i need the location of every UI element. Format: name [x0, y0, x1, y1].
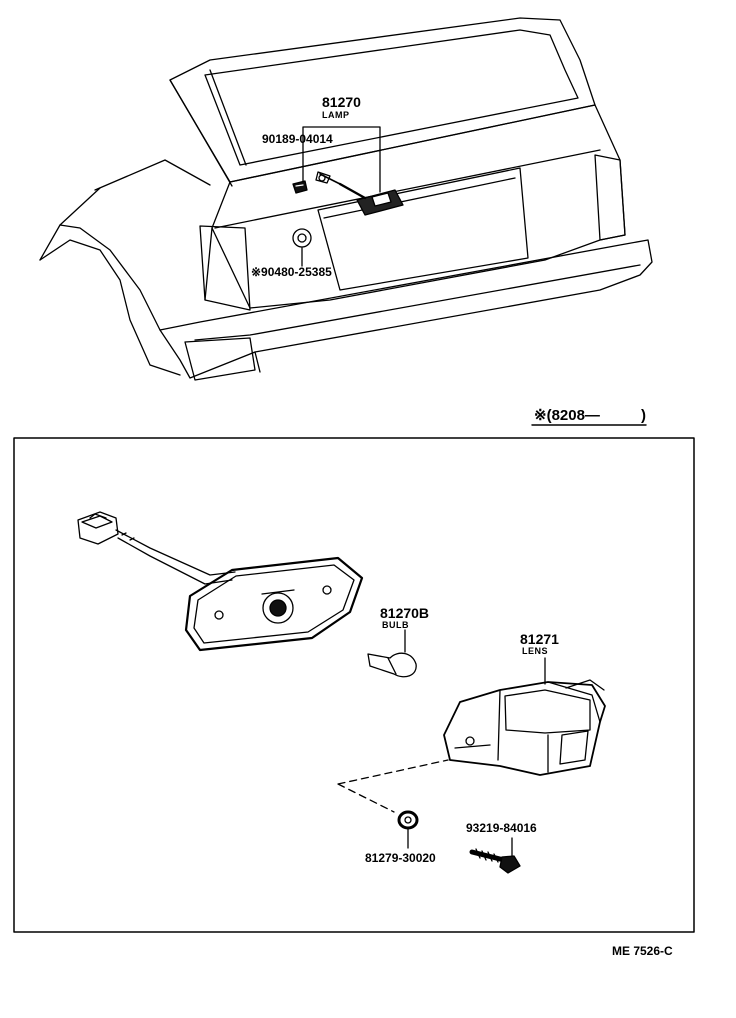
lamp-name: LAMP	[322, 110, 350, 120]
lens-part-number: 81271	[520, 631, 559, 647]
gasket-part-number: 81279-30020	[365, 851, 436, 865]
screw-detail-part-number: 93219-84016	[466, 821, 537, 835]
bulb-part-number: 81270B	[380, 605, 430, 621]
screw-part-number: 90189-04014	[262, 132, 333, 146]
assembly-dashed-line	[337, 759, 449, 813]
lens-part	[443, 679, 606, 776]
range-note: ※(8208—	[534, 407, 600, 424]
license-plate-recess	[317, 167, 529, 291]
vehicle-rear-view	[39, 17, 653, 381]
tailgate-outline	[211, 104, 626, 309]
screw-installed	[292, 180, 308, 194]
rear-window-glass	[204, 29, 579, 166]
grommet-installed	[292, 228, 312, 248]
rear-window-frame	[169, 17, 596, 183]
bulb-part	[367, 652, 417, 678]
drawing-code: ME 7526-C	[612, 944, 673, 958]
screw-part	[469, 837, 521, 874]
detail-frame	[13, 437, 695, 933]
lamp-part-number: 81270	[322, 94, 361, 110]
gasket-part	[397, 810, 419, 849]
lamp-installed	[315, 171, 404, 216]
rear-bumper	[159, 239, 653, 379]
lens-name: LENS	[522, 646, 549, 656]
range-note-close: )	[641, 407, 646, 424]
grommet-part-number: ※90480-25385	[251, 265, 332, 279]
lamp-housing-exploded	[77, 511, 364, 652]
bulb-name: BULB	[382, 620, 409, 630]
lamp-bracket-leader	[302, 126, 381, 193]
